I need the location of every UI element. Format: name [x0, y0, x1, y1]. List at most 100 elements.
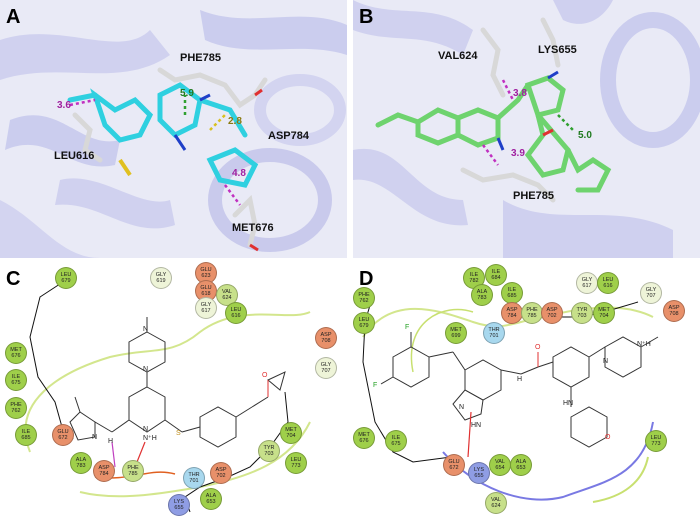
atom-nh-c: N⁺H: [143, 435, 157, 442]
residue-number: 783: [76, 463, 86, 469]
residue-label-phe785-a: PHE785: [180, 52, 221, 64]
residue-number: 704: [599, 313, 609, 319]
residue-name: LEU: [602, 277, 614, 283]
residue-name: ASP: [98, 465, 110, 471]
distance-label-a-4: 4.8: [232, 168, 246, 179]
residue-number: 619: [156, 278, 166, 284]
residue-number: 624: [491, 503, 501, 509]
residue-name: GLU: [200, 267, 212, 273]
residue-name: MET: [598, 307, 610, 313]
residue-name: ASP: [320, 332, 332, 338]
residue-name: LYS: [174, 499, 184, 505]
residue-number: 785: [128, 471, 138, 477]
residue-name: ALA: [476, 289, 488, 295]
residue-label-asp784-a: ASP784: [268, 130, 309, 142]
residue-name: LEU: [290, 457, 302, 463]
residue-number: 701: [489, 333, 499, 339]
residue-name: GLU: [200, 285, 212, 291]
atom-f-d-1: F: [405, 324, 410, 331]
residue-number: 672: [58, 435, 68, 441]
atom-o-d-1: O: [535, 344, 541, 351]
residue-name: ALA: [205, 493, 217, 499]
residue-number: 762: [11, 408, 21, 414]
residue-name: TYR: [576, 307, 588, 313]
atom-n-c-2: N: [143, 426, 149, 433]
residue-name: VAL: [222, 289, 232, 295]
residue-number: 703: [264, 451, 274, 457]
residue-name: GLY: [200, 302, 212, 308]
residue-number: 684: [491, 275, 501, 281]
atom-hn-d-2: HN: [563, 400, 574, 407]
residue-number: 617: [201, 308, 211, 314]
residue-name: ASP: [215, 467, 227, 473]
atom-f-d-2: F: [373, 382, 378, 389]
atom-n-c-4: N: [143, 366, 149, 373]
residue-name: GLY: [320, 362, 332, 368]
residue-name: ILE: [391, 435, 401, 441]
residue-number: 785: [527, 313, 537, 319]
residue-number: 685: [507, 293, 517, 299]
panel-a-label: A: [6, 6, 21, 28]
residue-number: 782: [469, 278, 479, 284]
atom-hn-d: HN: [471, 422, 482, 429]
residue-number: 679: [61, 278, 71, 284]
residue-number: 773: [291, 463, 301, 469]
residue-name: ILE: [491, 269, 501, 275]
residue-number: 708: [321, 338, 331, 344]
residue-name: LEU: [60, 272, 72, 278]
residue-label-met676-a: MET676: [232, 222, 274, 234]
residue-number: 784: [99, 471, 109, 477]
residue-name: PHE: [10, 402, 22, 408]
residue-name: ASP: [506, 307, 518, 313]
residue-name: THR: [188, 472, 200, 478]
residue-number: 679: [359, 323, 369, 329]
residue-number: 784: [507, 313, 517, 319]
residue-number: 653: [516, 465, 526, 471]
residue-number: 702: [547, 313, 557, 319]
residue-number: 618: [201, 291, 211, 297]
distance-label-b-2: 5.0: [578, 130, 592, 141]
residue-number: 675: [391, 441, 401, 447]
residue-name: GLU: [57, 429, 69, 435]
residue-name: MET: [450, 327, 462, 333]
residue-number: 704: [286, 433, 296, 439]
residue-label-lys655-b: LYS655: [538, 44, 577, 56]
residue-name: PHE: [358, 292, 370, 298]
residue-number: 676: [359, 438, 369, 444]
residue-label-val624-b: VAL624: [438, 50, 478, 62]
distance-label-b-1: 3.8: [513, 88, 527, 99]
atom-nh-d: N⁺H: [637, 341, 651, 348]
residue-name: LEU: [650, 435, 662, 441]
panel-a: A PHE785 ASP784 LEU616 MET676 5.9 2.8 3.…: [0, 0, 347, 258]
residue-name: PHE: [127, 465, 139, 471]
residue-number: 699: [451, 333, 461, 339]
residue-name: TYR: [263, 445, 275, 451]
atom-h-c: H: [108, 438, 114, 445]
atom-h-d: H: [517, 376, 523, 383]
residue-number: 675: [11, 380, 21, 386]
panel-d-label: D: [359, 268, 374, 290]
residue-number: 617: [582, 283, 592, 289]
residue-name: MET: [10, 347, 22, 353]
